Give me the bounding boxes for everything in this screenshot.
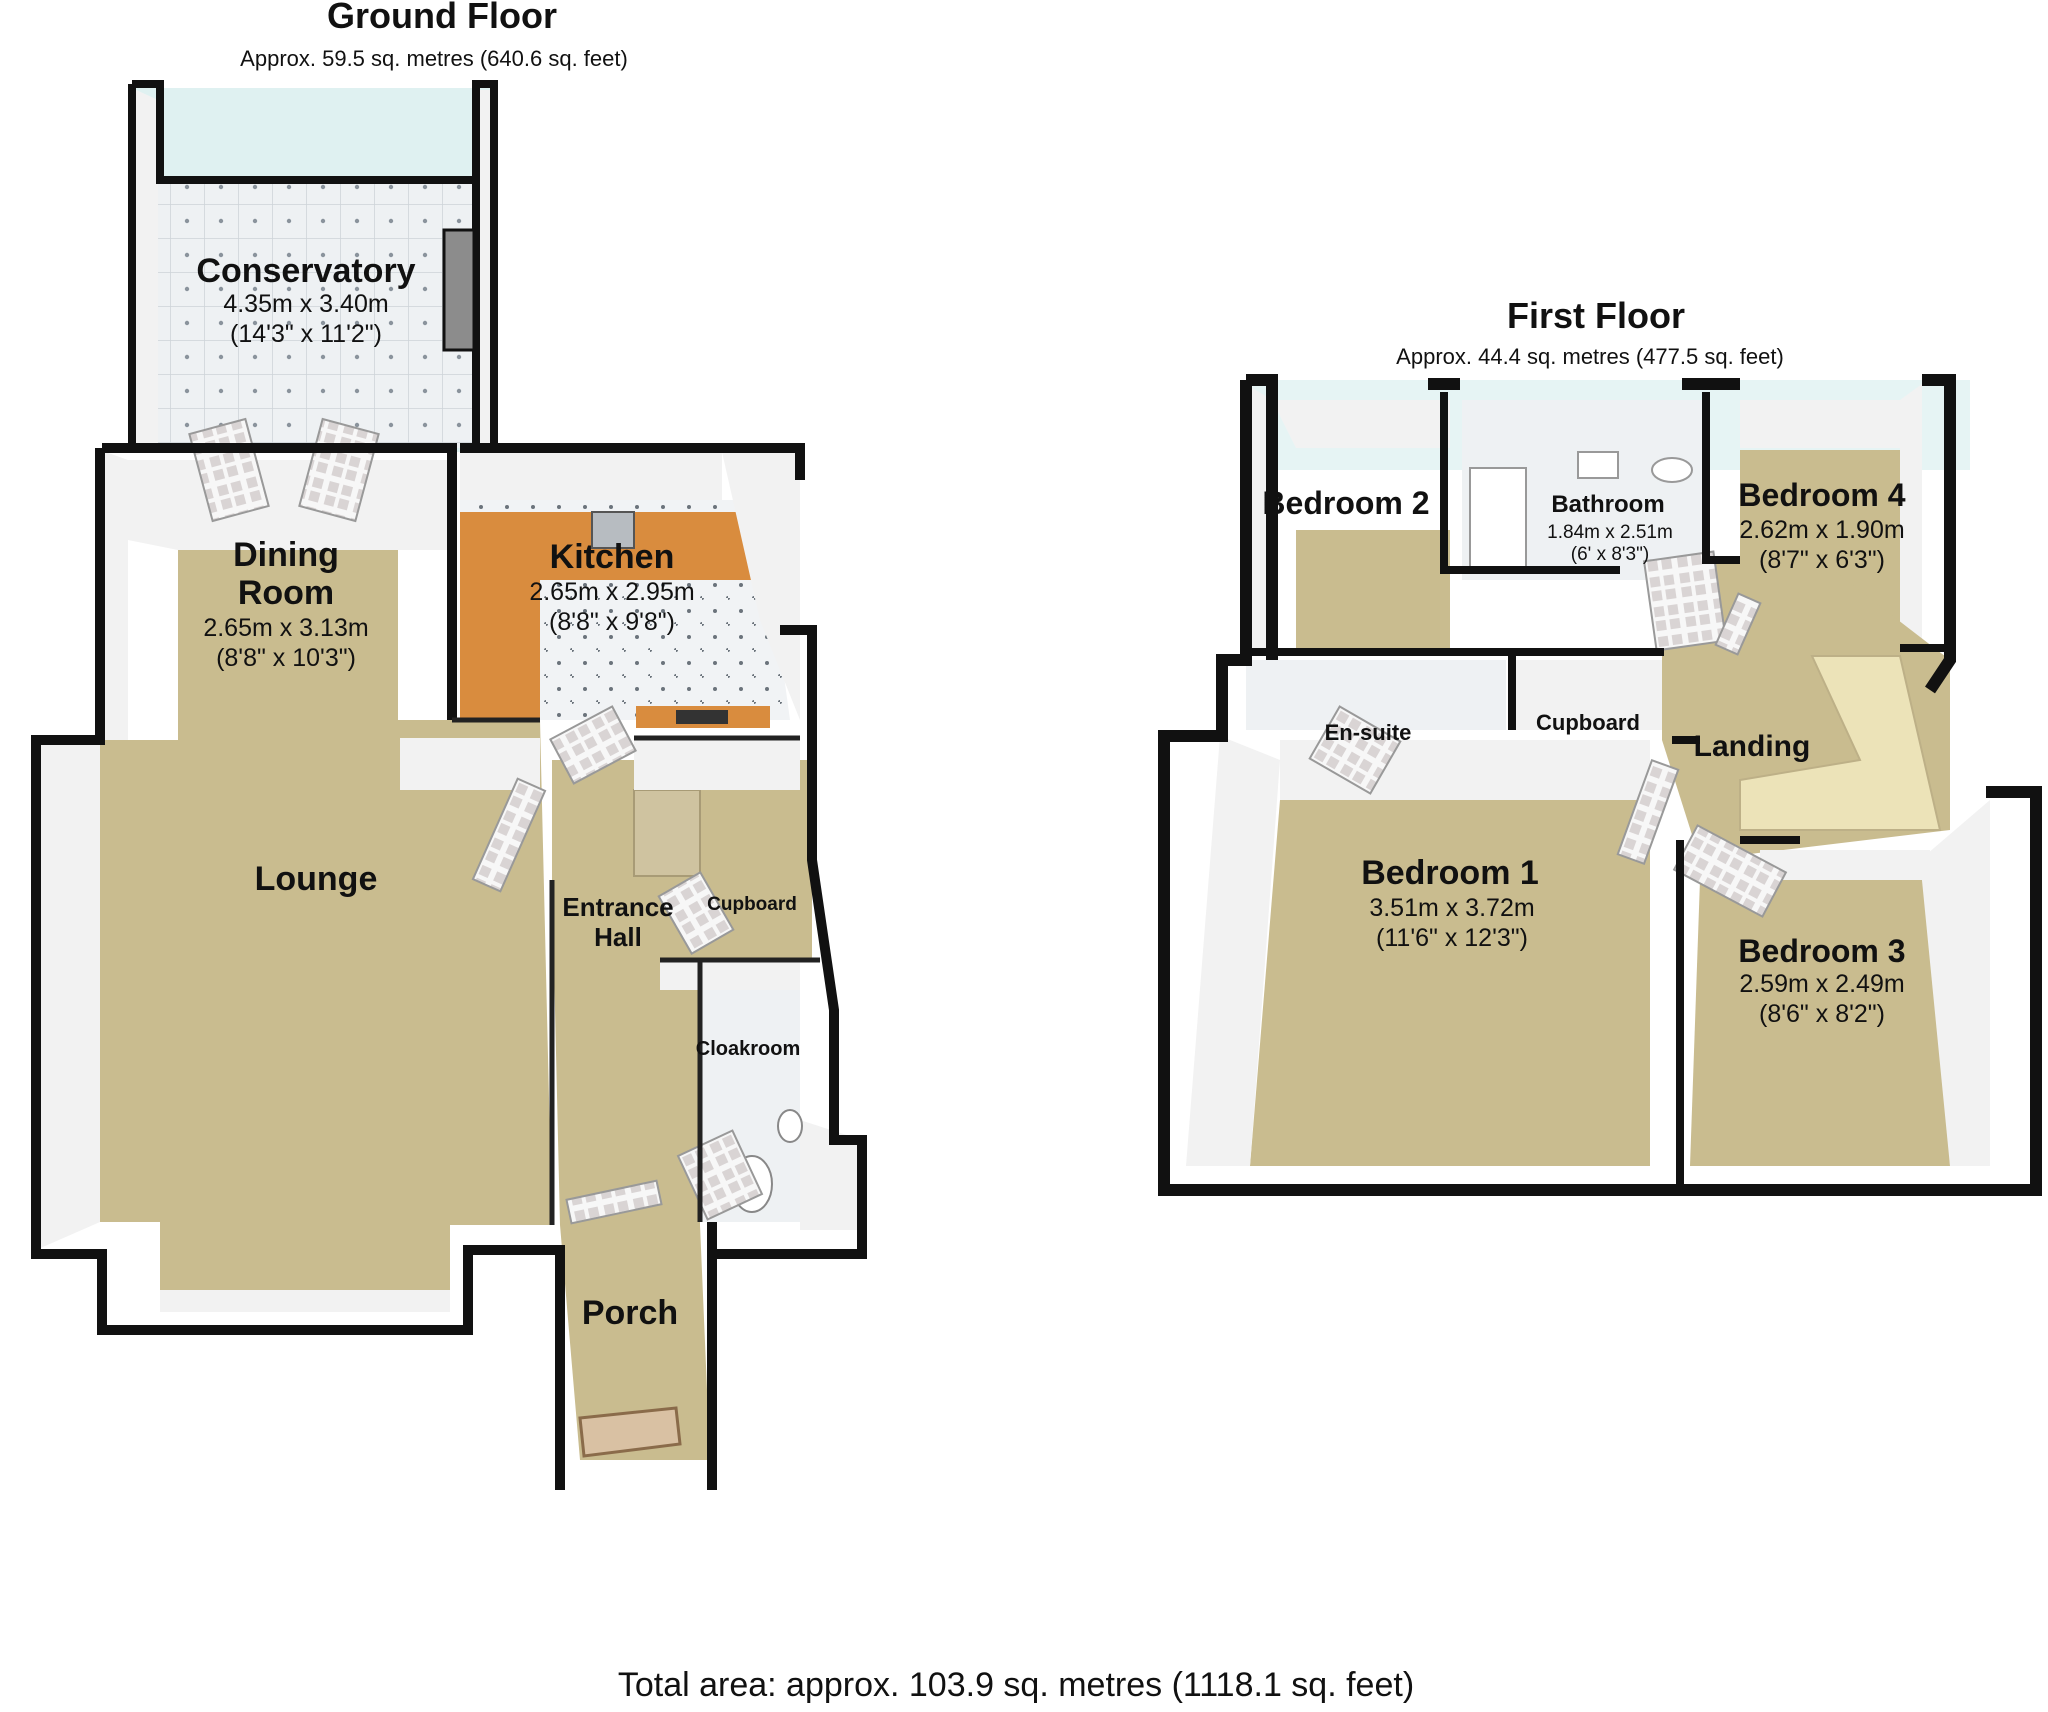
kitchen-wall-face-top <box>460 452 722 500</box>
bathroom-dim-m: 1.84m x 2.51m <box>1547 522 1673 543</box>
kitchen-door <box>549 705 637 785</box>
bedroom-1-dim-m: 3.51m x 3.72m <box>1369 894 1534 922</box>
lounge-floor <box>100 550 552 1290</box>
ground-floor-plan <box>31 80 867 1490</box>
bedroom-4-wall-face-right <box>1900 384 1922 648</box>
dining-room-label-1: Dining <box>233 536 339 574</box>
stairs <box>633 789 701 877</box>
ground-floor-area: Approx. 59.5 sq. metres (640.6 sq. feet) <box>240 46 628 71</box>
cloakroom-label: Cloakroom <box>696 1038 800 1060</box>
bedroom-3-floor <box>1690 880 1950 1166</box>
bedroom-3-dim-m: 2.59m x 2.49m <box>1739 970 1904 998</box>
cupboard-floor-upstairs <box>1514 660 1662 730</box>
lounge-label: Lounge <box>255 860 378 898</box>
bedroom-1-floor <box>1250 800 1650 1166</box>
cloakroom-basin <box>777 1109 803 1143</box>
kitchen-label: Kitchen <box>550 538 675 576</box>
bedroom-4-dim-m: 2.62m x 1.90m <box>1739 516 1904 544</box>
bedroom-3-dim-ft: (8'6" x 8'2") <box>1759 1000 1885 1028</box>
bedroom-3-label: Bedroom 3 <box>1738 933 1905 969</box>
landing-label: Landing <box>1694 730 1811 763</box>
bedroom-4-wall-face-top <box>1740 400 1900 448</box>
porch-inner-door <box>565 1179 663 1225</box>
lounge-wall-face-left-lower <box>36 740 100 1250</box>
kitchen-sink <box>591 511 635 549</box>
first-floor-internal-wall <box>1246 392 1950 1190</box>
ground-external-wall <box>31 443 867 1490</box>
lounge-door <box>471 777 547 893</box>
dining-room-dim-ft: (8'8" x 10'3") <box>216 644 356 672</box>
conservatory-door <box>442 228 476 352</box>
kitchen-dim-ft: (8'8" x 9'8") <box>549 608 675 636</box>
dining-room-dim-m: 2.65m x 3.13m <box>203 614 368 642</box>
hall-wall-face-kitchen <box>400 738 540 790</box>
bathroom-wc <box>1577 451 1619 479</box>
cloakroom-wall-face-right <box>800 1120 862 1230</box>
first-floor-area: Approx. 44.4 sq. metres (477.5 sq. feet) <box>1396 344 1784 369</box>
cupboard-upstairs-label: Cupboard <box>1536 710 1640 735</box>
first-floor-title: First Floor <box>1507 295 1685 336</box>
porch-door <box>578 1406 682 1458</box>
kitchen-wall-face-right <box>722 452 800 720</box>
lounge-wall-face-left <box>100 450 128 740</box>
conservatory-dim-m: 4.35m x 3.40m <box>223 290 388 318</box>
first-floor-plan <box>1158 374 2042 1196</box>
kitchen-worktop-left <box>460 512 540 720</box>
stairs-upstairs <box>1739 655 1942 831</box>
bedroom-2-wall-face-left <box>1246 384 1272 648</box>
bedroom-2-floor <box>1296 530 1450 648</box>
bathroom-door <box>1642 550 1728 652</box>
bedroom-4-door <box>1714 592 1762 656</box>
lounge-wall-face-bottom <box>160 1290 450 1312</box>
bedroom-1-door <box>1616 758 1680 866</box>
cupboard-floor <box>716 860 810 960</box>
ground-internal-wall <box>452 717 820 1225</box>
bathroom-bath <box>1469 467 1527 569</box>
bedroom-1-dim-ft: (11'6" x 12'3") <box>1376 924 1528 952</box>
cloakroom-wall-face <box>660 960 800 990</box>
en-suite-door <box>1308 705 1402 795</box>
bedroom-1-wall-face-left <box>1186 736 1280 1166</box>
conservatory-wall-face-left <box>132 88 158 448</box>
first-floor-external-wall <box>1158 374 2042 1196</box>
entrance-hall-label-2: Hall <box>594 922 642 952</box>
bedroom-4-label: Bedroom 4 <box>1738 477 1905 513</box>
conservatory-dim-ft: (14'3" x 11'2") <box>230 320 382 348</box>
entrance-hall-label-1: Entrance <box>562 892 673 922</box>
hall-wall-face-stairs <box>634 738 800 790</box>
conservatory-floor <box>152 182 476 448</box>
bedroom-2-label: Bedroom 2 <box>1262 485 1429 521</box>
bedroom-3-wall-face-top <box>1760 850 1930 880</box>
bedroom-2-wall-face-top <box>1272 400 1450 448</box>
conservatory-label: Conservatory <box>196 252 415 290</box>
ground-floor-title: Ground Floor <box>327 0 557 36</box>
porch-label: Porch <box>582 1294 678 1332</box>
bathroom-label: Bathroom <box>1551 491 1664 518</box>
bedroom-3-door <box>1672 824 1788 918</box>
kitchen-dim-m: 2.65m x 2.95m <box>529 578 694 606</box>
bathroom-dim-ft: (6' x 8'3") <box>1571 544 1649 565</box>
dining-room-label-2: Room <box>238 574 334 612</box>
kitchen-hob <box>676 710 728 724</box>
total-area: Total area: approx. 103.9 sq. metres (11… <box>618 1666 1414 1704</box>
bedroom-1-label: Bedroom 1 <box>1361 854 1539 892</box>
bathroom-basin <box>1651 457 1693 483</box>
en-suite-label: En-suite <box>1325 720 1412 745</box>
cupboard-door <box>657 871 735 955</box>
bedroom-3-wall-face-right <box>1920 800 1990 1166</box>
en-suite-floor <box>1246 660 1506 730</box>
cupboard-label: Cupboard <box>707 894 797 915</box>
bedroom-4-dim-ft: (8'7" x 6'3") <box>1759 546 1885 574</box>
